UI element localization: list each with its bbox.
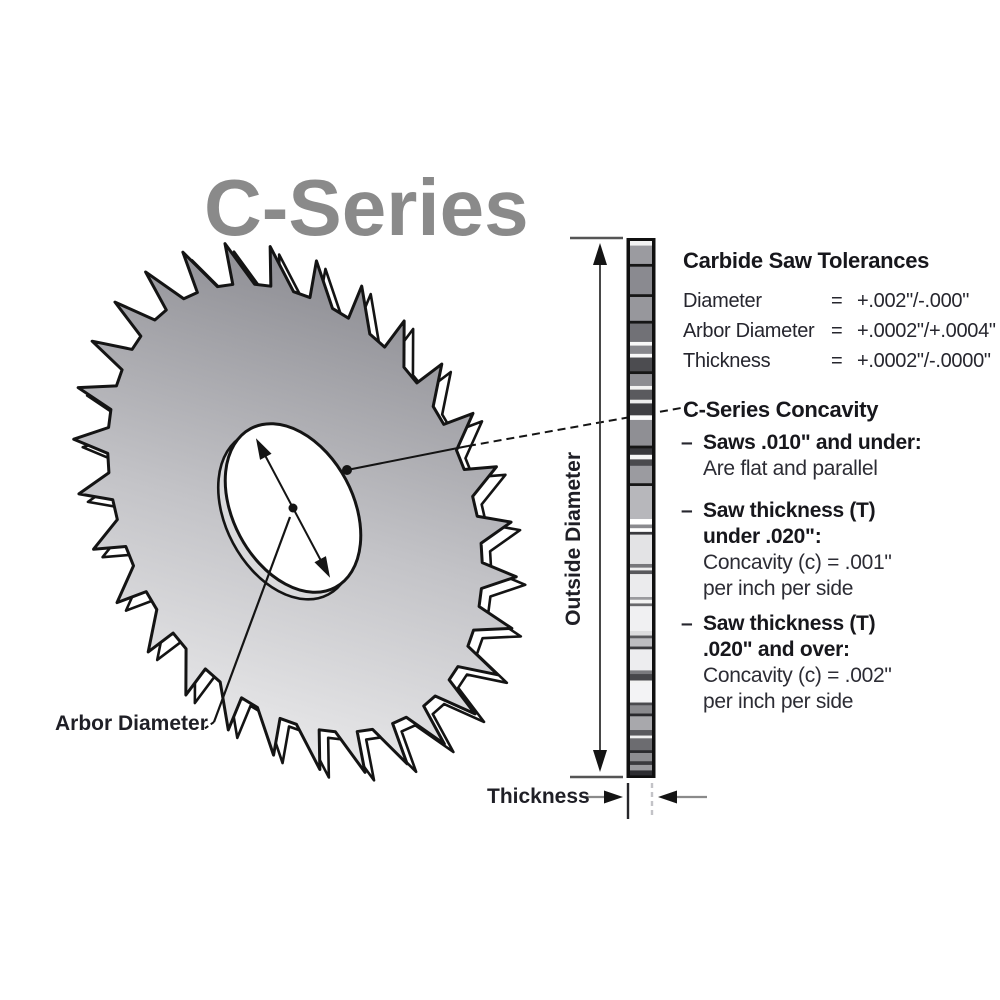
concavity-item-title: Saw thickness (T): [703, 499, 876, 522]
bullet-dash: –: [681, 499, 693, 522]
tolerance-label: Thickness: [683, 350, 771, 372]
thickness-dimension-arrows: [585, 783, 707, 819]
concavity-item-text: Concavity (c) = .002": [703, 664, 892, 687]
tolerance-value: +.0002"/-.0000": [857, 350, 991, 372]
saw-side-view-strip: [626, 238, 656, 778]
equals-sign: =: [831, 350, 843, 372]
page-title: C-Series: [204, 163, 529, 252]
outside-diameter-dimension: [570, 236, 623, 779]
tolerance-row: Thickness = +.0002"/-.0000": [683, 350, 991, 373]
arbor-leader-line: [203, 516, 292, 730]
concavity-item-text: per inch per side: [703, 690, 854, 713]
bullet-dash: –: [681, 431, 693, 454]
concavity-item-text: Are flat and parallel: [703, 457, 878, 480]
tolerance-row: Diameter = +.002"/-.000": [683, 290, 969, 313]
tolerances-heading: Carbide Saw Tolerances: [683, 248, 930, 273]
bullet-dash: –: [681, 612, 693, 635]
concavity-item-title: Saws .010" and under:: [703, 431, 922, 454]
tolerance-value: +.0002"/+.0004": [857, 320, 996, 342]
concavity-item-text: Concavity (c) = .001": [703, 551, 892, 574]
tolerance-row: Arbor Diameter = +.0002"/+.0004": [683, 320, 996, 343]
concavity-heading: C-Series Concavity: [683, 397, 879, 422]
thickness-label: Thickness: [487, 785, 590, 808]
equals-sign: =: [831, 290, 843, 312]
concavity-item-title: .020" and over:: [703, 638, 850, 661]
tolerance-label: Diameter: [683, 290, 762, 312]
concavity-item-text: per inch per side: [703, 577, 854, 600]
outside-diameter-label: Outside Diameter: [562, 452, 585, 626]
equals-sign: =: [831, 320, 843, 342]
concavity-leader-line: [342, 407, 682, 475]
concavity-item-title: Saw thickness (T): [703, 612, 876, 635]
arbor-diameter-arrow: [255, 438, 331, 578]
tolerance-label: Arbor Diameter: [683, 320, 815, 342]
tolerance-value: +.002"/-.000": [857, 290, 970, 312]
concavity-item-title: under .020":: [703, 525, 822, 548]
arbor-diameter-label: Arbor Diameter: [55, 712, 208, 735]
